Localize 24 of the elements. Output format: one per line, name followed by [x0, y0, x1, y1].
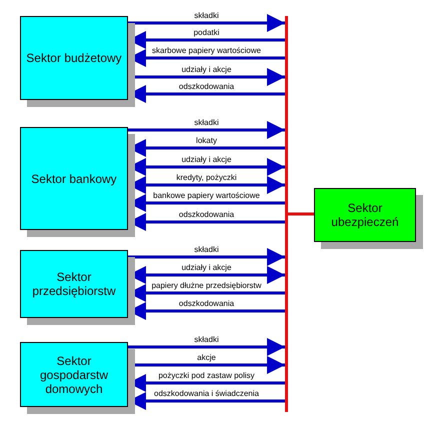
edge-label: udziały i akcje [180, 155, 232, 164]
edge-label: skarbowe papiery wartościowe [151, 46, 262, 55]
edge-label: papiery dłużne przedsiębiorstw [150, 281, 262, 290]
edge-label: składki [193, 335, 220, 344]
edge-label: składki [193, 245, 220, 254]
edge-label: odszkodowania [178, 82, 236, 91]
edge-label: udziały i akcje [180, 263, 232, 272]
edge-label: odszkodowania [178, 210, 236, 219]
edge-label: odszkodowania [178, 299, 236, 308]
bus-bar [285, 16, 288, 412]
edge-label: kredyty, pożyczki [175, 173, 238, 182]
edge-label: akcje [196, 353, 217, 362]
edge-label: składki [193, 11, 220, 20]
edge-label: udziały i akcje [180, 65, 232, 74]
arrow [128, 14, 285, 32]
edge-label: składki [193, 118, 220, 127]
edge-label: pożyczki pod zastaw polisy [157, 371, 256, 380]
arrow [128, 248, 285, 266]
arrow [128, 338, 285, 356]
edge-label: podatki [192, 28, 220, 37]
edge-label: bankowe papiery wartościowe [152, 191, 261, 200]
arrow [128, 121, 285, 139]
edge-label: lokaty [195, 136, 218, 145]
edge-label: odszkodowania i świadczenia [153, 389, 260, 398]
